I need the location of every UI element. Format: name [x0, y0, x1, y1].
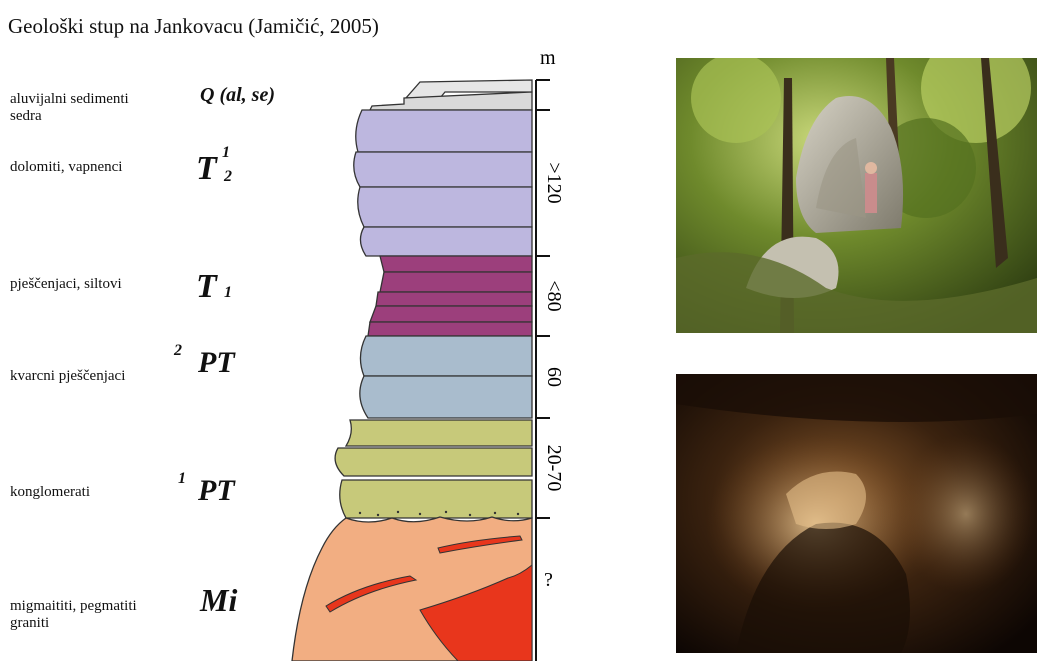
thickness-pt2-label: 60	[543, 367, 565, 387]
cave-interior-photo	[676, 374, 1037, 653]
unit-q-layer	[370, 80, 532, 110]
unit-t1-layer	[368, 256, 532, 336]
thickness-t1-label: <80	[543, 280, 565, 311]
thickness-mi-label: ?	[544, 569, 553, 591]
unit-t2-layer	[354, 110, 532, 256]
unit-pt2-layer	[360, 336, 532, 418]
axis-unit-label: m	[540, 47, 556, 69]
geological-column: m >120 <80 60 20-70 ?	[0, 0, 600, 661]
forest-outcrop-photo	[676, 58, 1037, 333]
unit-mi-layer	[292, 517, 532, 661]
unit-pt1-layer	[335, 420, 532, 518]
thickness-pt1-label: 20-70	[543, 445, 565, 492]
thickness-t2-label: >120	[543, 162, 565, 203]
